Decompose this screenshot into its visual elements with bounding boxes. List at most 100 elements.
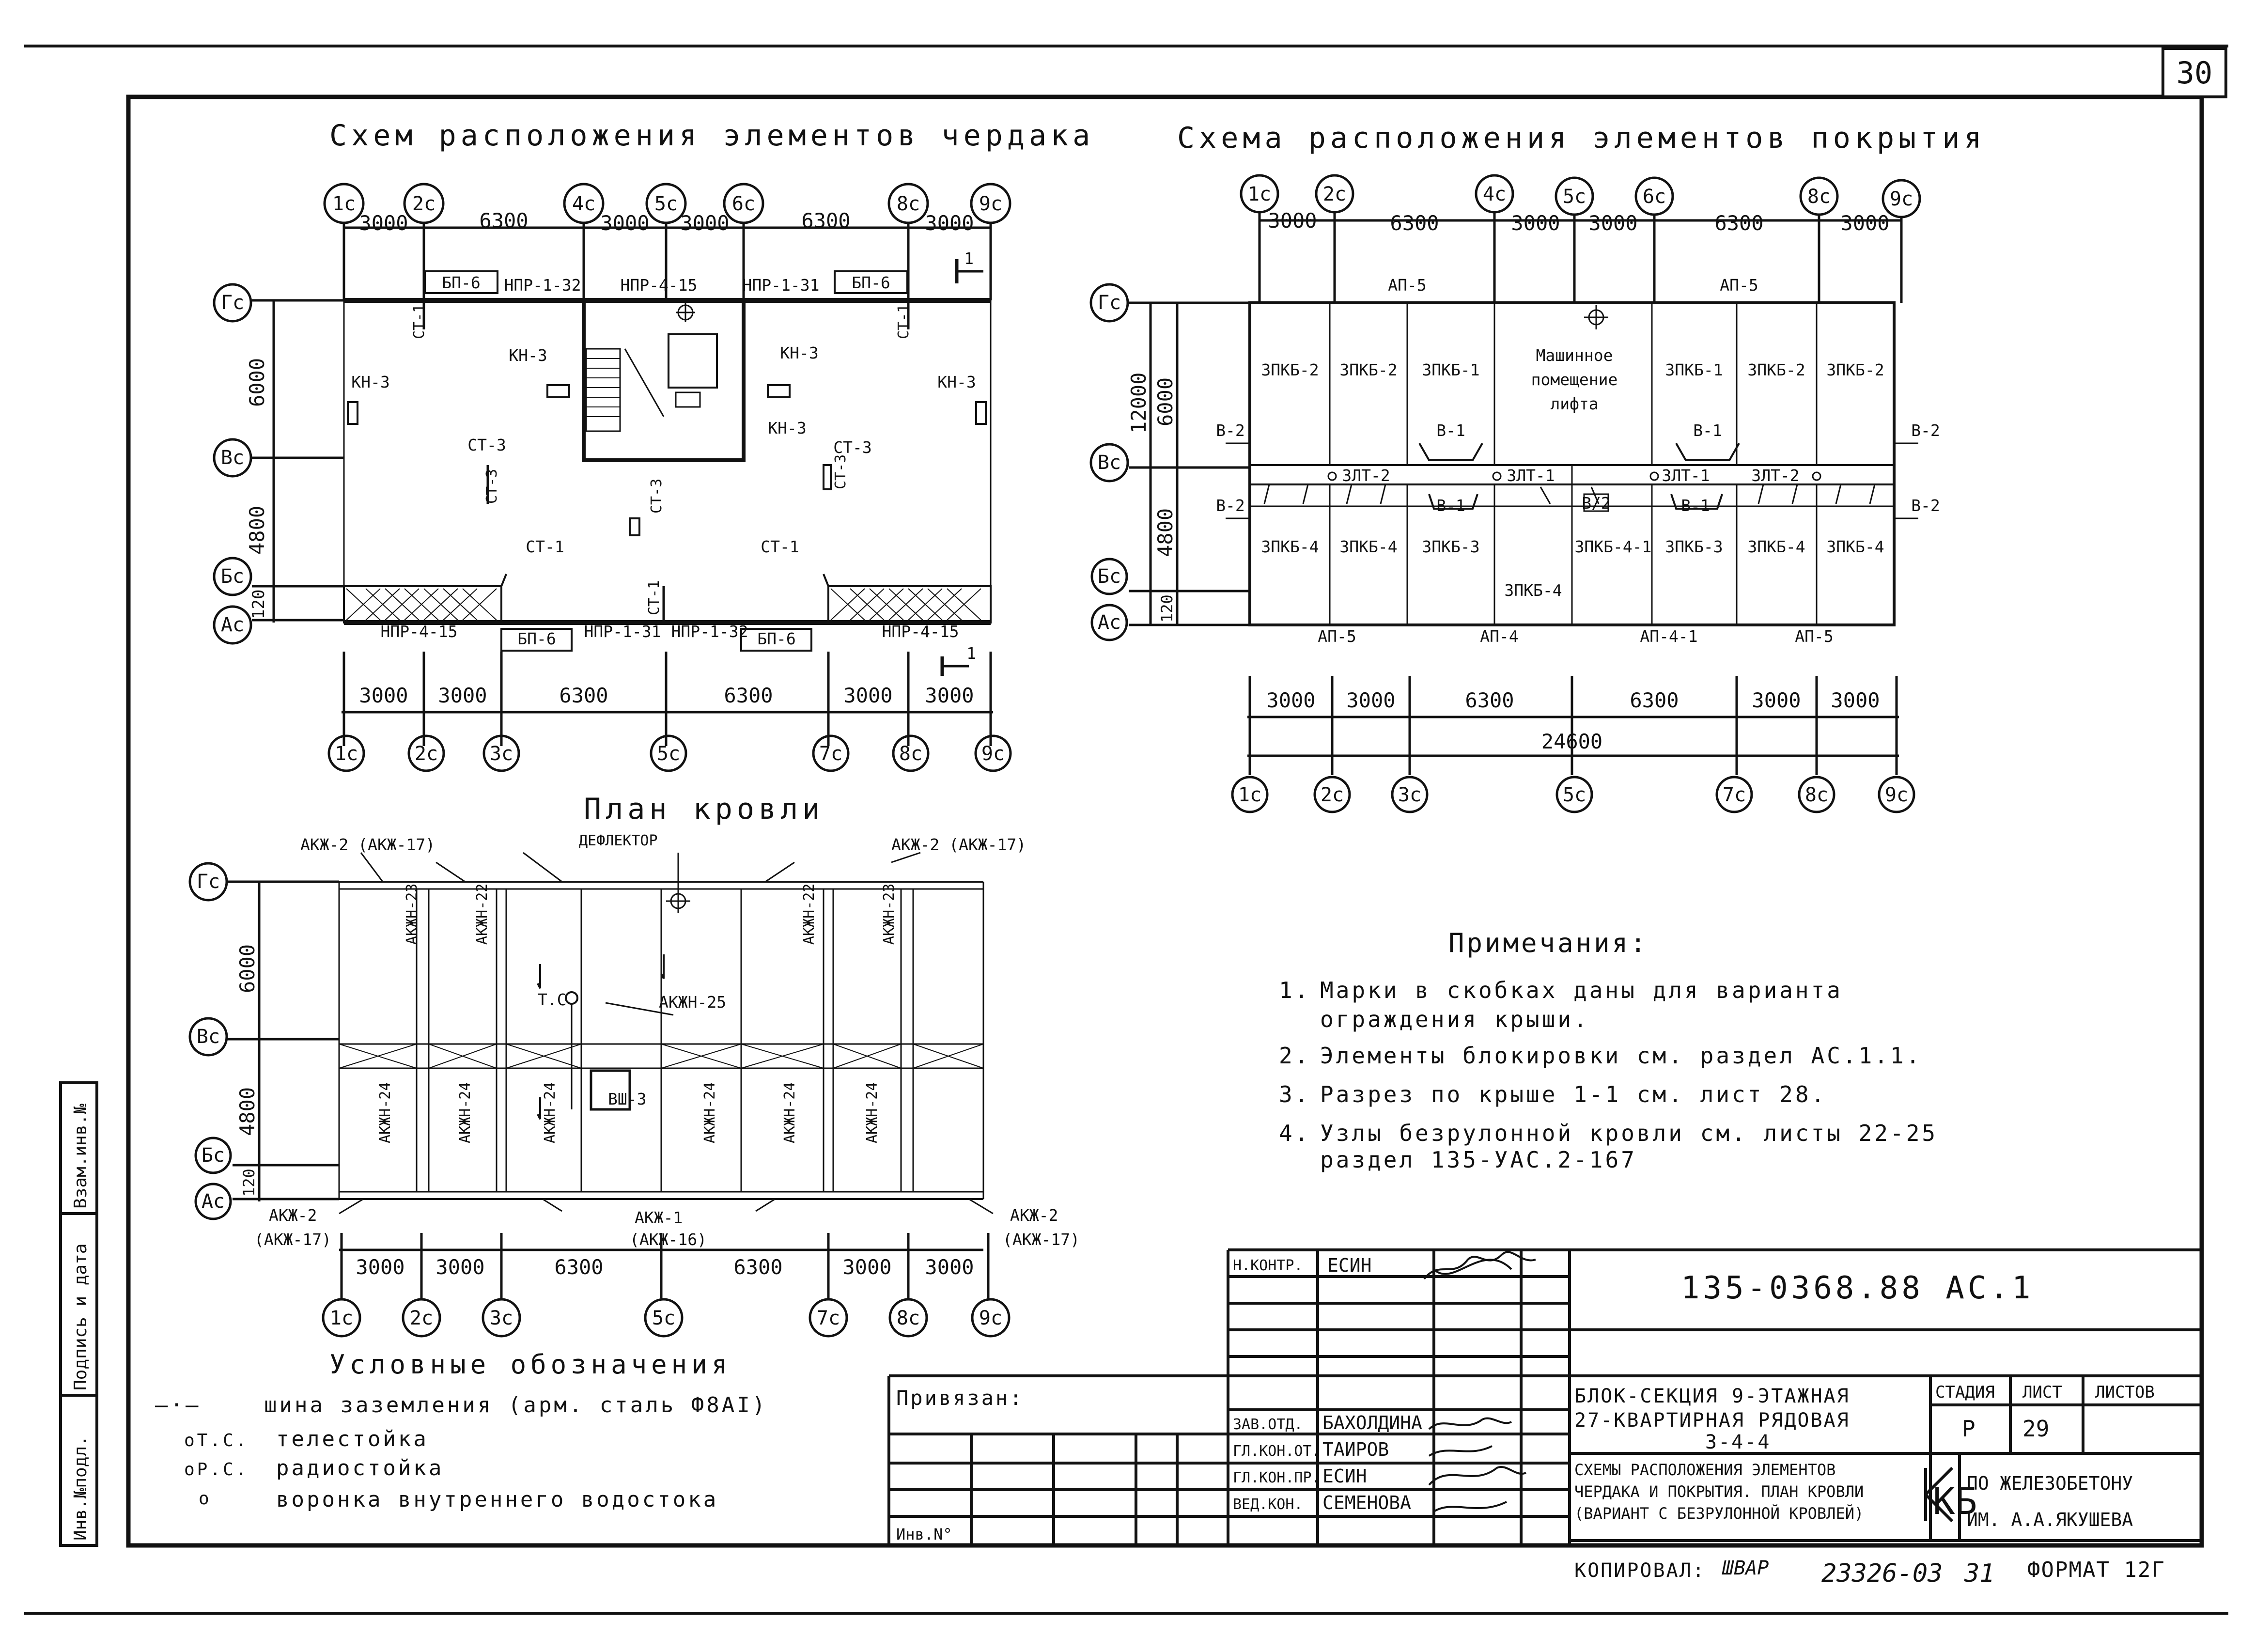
element-label: помещение: [1531, 370, 1618, 389]
axis-label: 5с: [654, 193, 678, 215]
role: ЗАВ.ОТД.: [1233, 1416, 1303, 1433]
element-label: лифта: [1550, 394, 1598, 413]
element-label: АКЖ-2 (АКЖ-17): [891, 835, 1026, 854]
cover-left-axes: [1089, 283, 1250, 641]
axis-label: 7с: [817, 1307, 840, 1329]
axis-label: Вс: [1098, 452, 1121, 474]
dim: 3000: [843, 684, 892, 707]
axis-label: 4с: [572, 193, 595, 215]
attic-title: Схем расположения элементов чердака: [329, 119, 1094, 153]
attic-top-dims: 3000 6300 3000 3000 6300 3000: [359, 209, 974, 235]
note-line: Разрез по крыше 1-1 см. лист 28.: [1320, 1081, 1827, 1107]
element-label: АП-4: [1480, 627, 1518, 646]
element-label: АКЖ-2: [1010, 1206, 1058, 1225]
axis-label: Гс: [197, 871, 220, 893]
cover-bottom-axis-labels: 1с 2с 3с 5с 7с 8с 9с: [1238, 784, 1908, 806]
element-label: АКЖ-1: [635, 1208, 683, 1227]
axis-label: 5с: [657, 743, 680, 765]
axis-label: 1с: [332, 193, 356, 215]
cover-plan-body: [1226, 301, 1918, 626]
attic-left-axis-labels: Гс Вс Бс Ас: [221, 292, 244, 636]
axis-label: 2с: [410, 1307, 433, 1329]
notes-title: Примечания:: [1448, 928, 1648, 958]
axis-label: Гс: [1098, 292, 1121, 314]
note-number: 2.: [1279, 1043, 1310, 1069]
element-label: КН-3: [780, 343, 818, 362]
axis-label: 1с: [1248, 183, 1271, 205]
roof-left-axes: [188, 862, 339, 1220]
name: БАХОЛДИНА: [1322, 1412, 1422, 1434]
axis-label: 1с: [1238, 784, 1261, 806]
title-block-grid: [887, 1248, 2202, 1545]
element-label: АКЖ-2 (АКЖ-17): [300, 835, 435, 854]
axis-label: Бс: [1098, 565, 1121, 588]
axis-label: 2с: [1323, 183, 1346, 205]
axis-label: Вс: [221, 447, 244, 469]
attic-vertical-labels: СТ-1 СТ-1 СТ-3 СТ-3 СТ-3 СТ-1: [411, 304, 912, 615]
dim: 4800: [235, 1087, 259, 1136]
element-label: ЗПКБ-1: [1422, 360, 1479, 379]
axis-label: 8с: [1805, 784, 1828, 806]
org-line: ИМ. А.А.ЯКУШЕВА: [1967, 1509, 2133, 1530]
element-label: АП-5: [1795, 627, 1833, 646]
order-sheet: 31: [1964, 1559, 1995, 1588]
axis-label: 8с: [897, 193, 920, 215]
axis-label: 9с: [1885, 784, 1908, 806]
axis-label: 1с: [330, 1307, 353, 1329]
element-label: НПР-1-31: [584, 622, 661, 641]
drawing-frame: [126, 94, 2204, 1548]
axis-label: 5с: [1563, 186, 1586, 208]
dim: 6300: [559, 684, 608, 707]
axis-label: 9с: [981, 743, 1005, 765]
axis-label: Ас: [1098, 611, 1121, 634]
element-label: ЗПКБ-2: [1747, 360, 1805, 379]
roof-bottom-dims: 3000 3000 6300 6300 3000 3000: [356, 1255, 974, 1279]
dim: 3000: [1346, 688, 1395, 712]
cover-title: Схема расположения элементов покрытия: [1177, 121, 1986, 155]
element-label: АКЖН-23: [881, 884, 898, 945]
cover-labels: АП-5 АП-5 ЗПКБ-2 ЗПКБ-2 ЗПКБ-1 Машинное …: [1216, 276, 1940, 646]
page-number-box: [2162, 47, 2227, 98]
dim: 120: [240, 1169, 258, 1197]
axis-label: 2с: [412, 193, 435, 215]
copied-signature: ШВАР: [1722, 1557, 1769, 1579]
element-label: ЗПКБ-2: [1339, 360, 1397, 379]
attic-left-dims: 6000 4800 120: [245, 358, 269, 619]
dim: 3000: [1268, 209, 1317, 233]
axis-label: Бс: [202, 1144, 225, 1167]
axis-label: 6с: [732, 193, 755, 215]
cover-left-axis-labels: Гс Вс Бс Ас: [1098, 292, 1121, 634]
org-logo: КБ: [1933, 1480, 1977, 1523]
cover-top-axes: [1240, 174, 1921, 303]
element-label: В-2: [1216, 496, 1245, 515]
axis-label: 9с: [1890, 188, 1913, 210]
note-number: 1.: [1279, 977, 1310, 1003]
element-label: НПР-1-32: [671, 622, 748, 641]
sheet-label: ЛИСТ: [2022, 1383, 2062, 1402]
dim: 6300: [1465, 688, 1514, 712]
stage-label: СТАДИЯ: [1935, 1383, 1995, 1402]
attic-labels: БП-6 НПР-1-32 НПР-4-15 НПР-1-31 БП-6 КН-…: [351, 249, 976, 663]
project-line: 27-КВАРТИРНАЯ РЯДОВАЯ: [1574, 1409, 1850, 1432]
attic-plan-body: [343, 259, 992, 676]
project-line: БЛОК-СЕКЦИЯ 9-ЭТАЖНАЯ: [1574, 1385, 1850, 1407]
element-label: ЗПКБ-4: [1504, 581, 1562, 600]
roof-left-axis-labels: Гс Вс Бс Ас: [197, 871, 225, 1213]
element-label: АКЖН-24: [542, 1082, 559, 1143]
legend-symbol: оТ.С.: [184, 1431, 249, 1450]
note-number: 4.: [1279, 1120, 1310, 1146]
element-label: АП-5: [1720, 276, 1758, 295]
element-label: В-2: [1911, 421, 1940, 440]
side-stamp-labels: Взам.инв.№ Подпись и дата Инв.№подл.: [71, 1104, 91, 1541]
legend-symbol: о: [199, 1489, 212, 1509]
axis-label: 2с: [1321, 784, 1344, 806]
copied-label: КОПИРОВАЛ:: [1574, 1559, 1706, 1582]
note-line: Узлы безрулонной кровли см. листы 22-25: [1320, 1120, 1938, 1146]
axis-label: 4с: [1483, 183, 1506, 205]
dim: 3000: [438, 684, 487, 707]
element-label: В-2: [1911, 496, 1940, 515]
doc-code: 135-0368.88 АС.1: [1681, 1270, 2034, 1306]
axis-label: Вс: [197, 1026, 220, 1048]
roof-rotated-labels: АКЖН-23 АКЖН-22 АКЖН-22 АКЖН-23 АКЖН-24 …: [377, 884, 898, 1143]
project-line: 3-4-4: [1705, 1431, 1771, 1453]
